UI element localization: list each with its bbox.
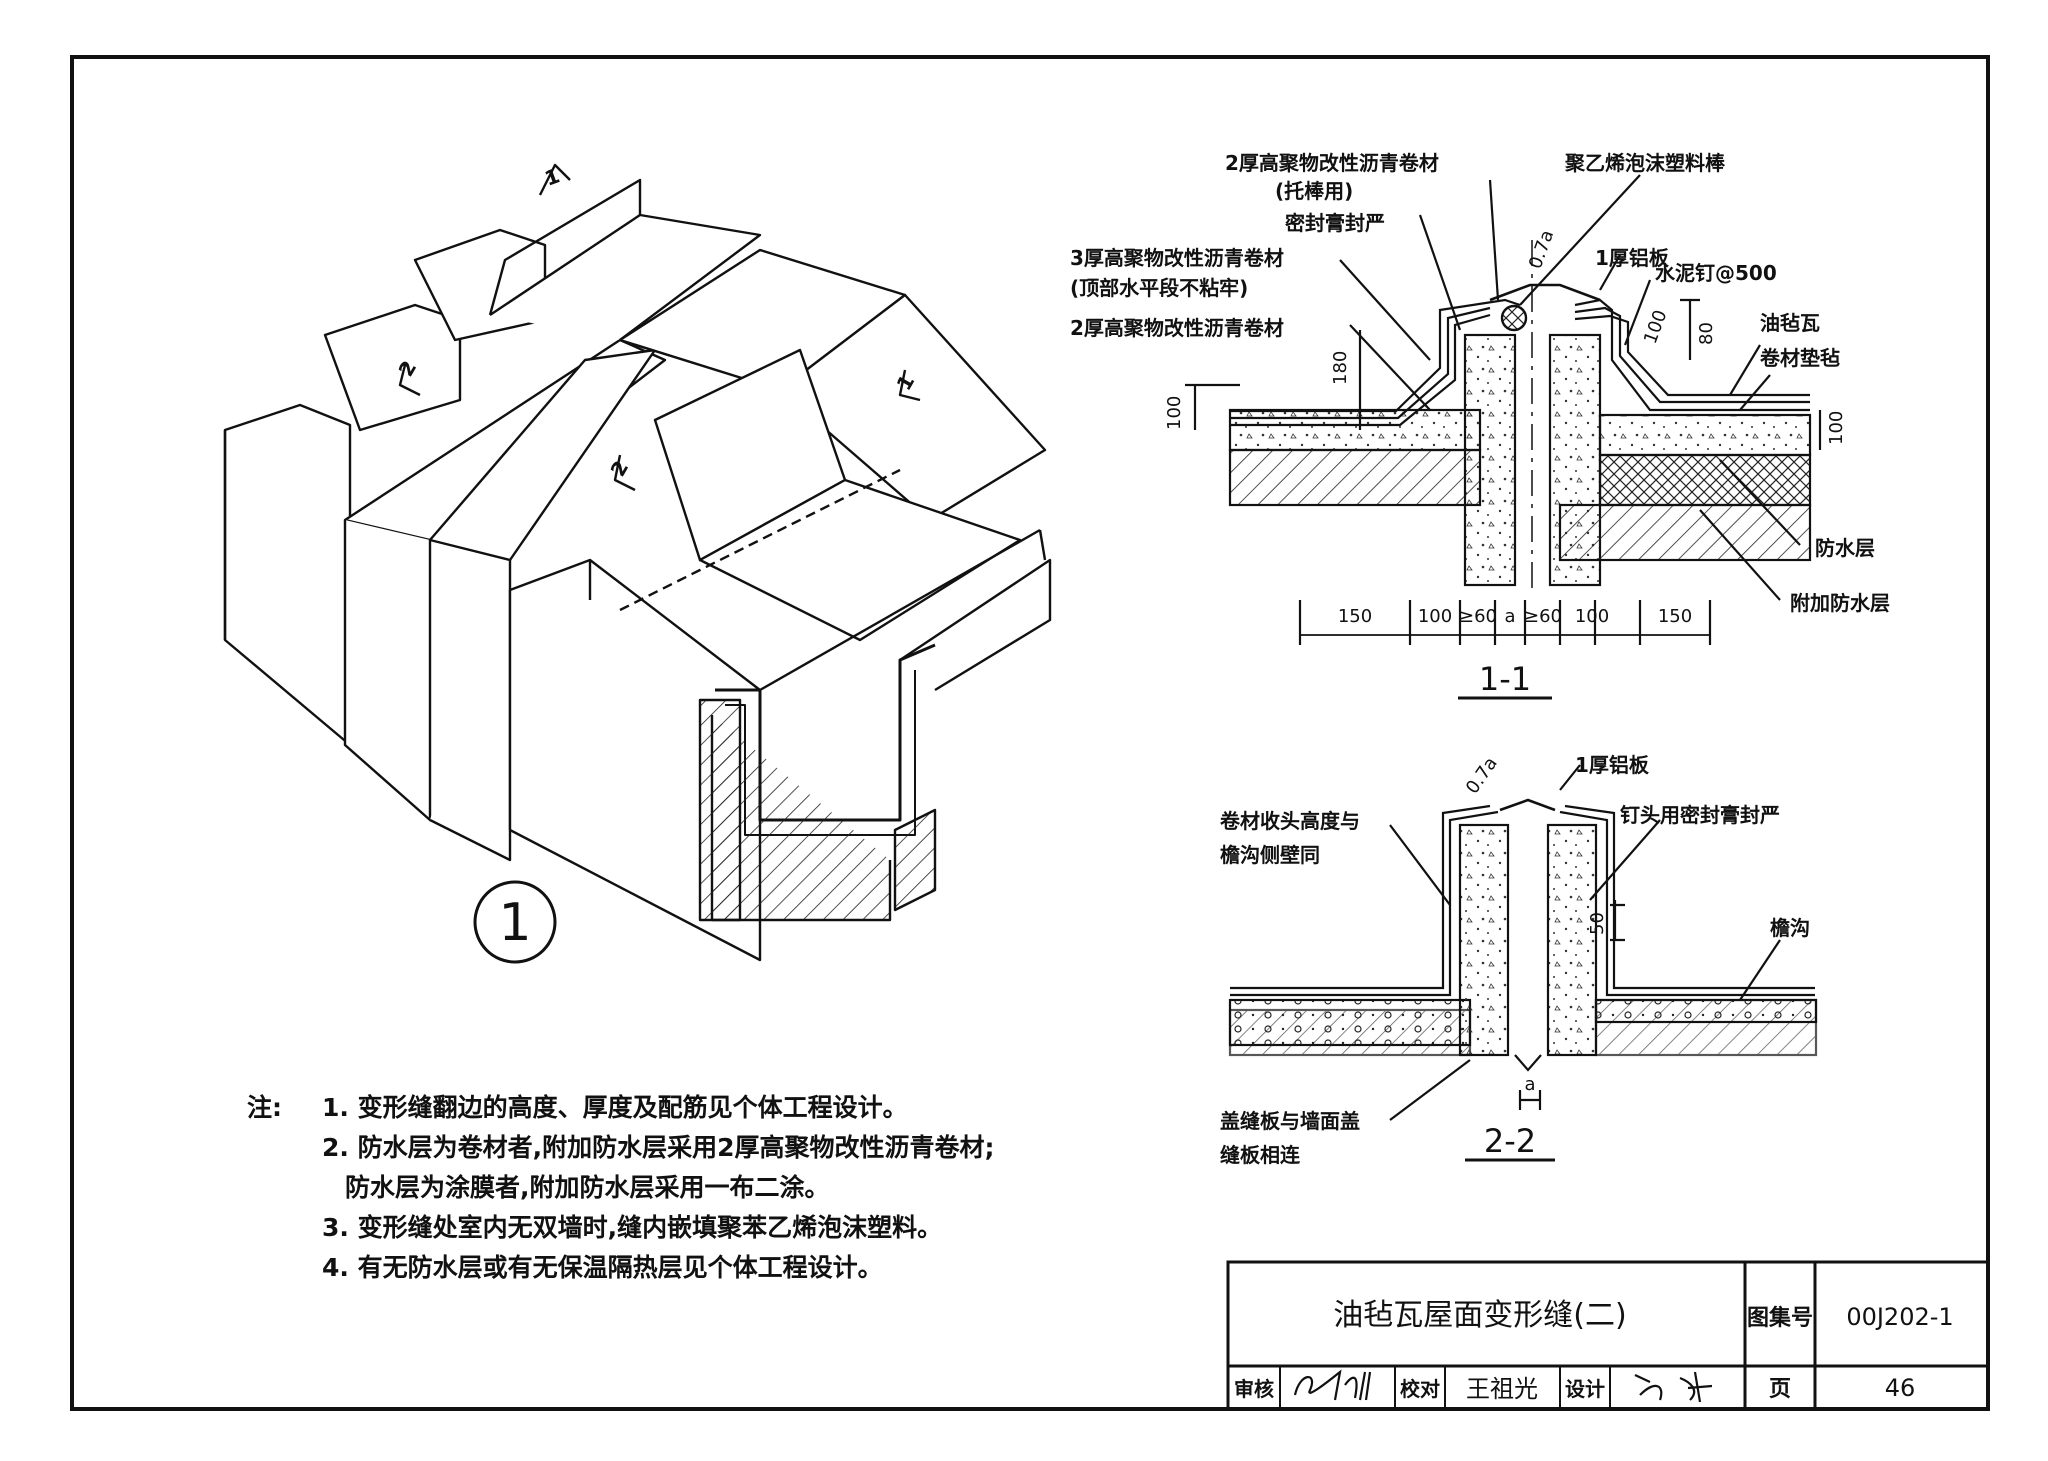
s22-label-nail-seal: 钉头用密封膏封严 (1620, 803, 1780, 827)
s22-dim-07a: 0.7a (1462, 753, 1502, 798)
note-text-4: 3. 变形缝处室内无双墙时,缝内嵌填聚苯乙烯泡沫塑料。 (322, 1213, 943, 1242)
dim-100-left: 100 (1164, 396, 1185, 430)
dim-100-right: 100 (1826, 411, 1847, 445)
dim-bottom-7: 150 (1658, 606, 1692, 627)
detail-number-circle (473, 880, 557, 964)
dim-bottom-1: 150 (1338, 606, 1372, 627)
note-line-2: 2. 防水层为卷材者,附加防水层采用2厚高聚物改性沥青卷材; (225, 1128, 995, 1168)
title-block-check-name: 王祖光 (1466, 1375, 1538, 1403)
dim-180: 180 (1330, 351, 1351, 385)
label-shingle: 油毡瓦 (1760, 311, 1820, 335)
label-underlay: 卷材垫毡 (1760, 346, 1840, 370)
note-text-5: 4. 有无防水层或有无保温隔热层见个体工程设计。 (322, 1253, 883, 1282)
dim-80: 80 (1696, 322, 1717, 345)
note-text-1: 1. 变形缝翻边的高度、厚度及配筋见个体工程设计。 (322, 1093, 908, 1122)
dim-bottom-2: 100 (1418, 606, 1452, 627)
sheet-border (70, 55, 1990, 1411)
label-extra-waterproof: 附加防水层 (1790, 591, 1890, 615)
dim-bottom-4: a (1504, 606, 1515, 627)
label-three-mm-sub: (顶部水平段不粘牢) (1070, 276, 1248, 300)
dim-100-top: 100 (1640, 307, 1671, 346)
section-2-2-title: 2-2 (1484, 1122, 1536, 1160)
s22-label-edge-height-2: 檐沟侧壁同 (1220, 843, 1320, 867)
title-block-design-label: 设计 (1565, 1377, 1605, 1401)
title-block-atlas-label: 图集号 (1747, 1305, 1813, 1331)
label-tuobang-sub: (托棒用) (1275, 179, 1353, 203)
label-nail: 水泥钉@500 (1655, 261, 1777, 285)
s22-dim-50: 50 (1587, 912, 1608, 935)
s22-label-alu-plate: 1厚铝板 (1575, 753, 1650, 777)
note-line-5: 4. 有无防水层或有无保温隔热层见个体工程设计。 (225, 1248, 995, 1288)
note-line-4: 3. 变形缝处室内无双墙时,缝内嵌填聚苯乙烯泡沫塑料。 (225, 1208, 995, 1248)
label-foam-rod: 聚乙烯泡沫塑料棒 (1564, 151, 1726, 175)
foam-rod (1500, 304, 1528, 332)
dim-07a: 0.7a (1525, 227, 1558, 271)
isometric-view (223, 163, 1052, 962)
section-2-2-drawing (1228, 764, 1818, 1121)
s22-label-gutter: 檐沟 (1770, 916, 1810, 940)
note-text-3: 防水层为涂膜者,附加防水层采用一布二涂。 (345, 1173, 830, 1202)
label-sealant: 密封膏封严 (1285, 211, 1385, 235)
notes-prefix: 注: (247, 1093, 282, 1122)
note-line-1: 注: 1. 变形缝翻边的高度、厚度及配筋见个体工程设计。 (225, 1088, 995, 1128)
s22-label-edge-height-1: 卷材收头高度与 (1220, 809, 1360, 833)
title-block-atlas-no: 00J202-1 (1846, 1303, 1953, 1331)
label-two-mm: 2厚高聚物改性沥青卷材 (1070, 316, 1284, 340)
dim-bottom-3: ≥60 (1459, 606, 1497, 627)
dim-bottom-5: ≥60 (1524, 606, 1562, 627)
note-text-2: 2. 防水层为卷材者,附加防水层采用2厚高聚物改性沥青卷材; (322, 1133, 995, 1162)
title-block-page-label: 页 (1769, 1377, 1791, 1402)
design-signature (1634, 1371, 1713, 1403)
title-block-review-label: 审核 (1234, 1377, 1274, 1401)
s22-dim-a: a (1524, 1074, 1535, 1095)
label-tuobang: 2厚高聚物改性沥青卷材 (1225, 151, 1439, 175)
review-signature (1293, 1369, 1372, 1401)
label-waterproof: 防水层 (1815, 536, 1875, 560)
notes-block: 注: 1. 变形缝翻边的高度、厚度及配筋见个体工程设计。 2. 防水层为卷材者,附… (225, 1088, 995, 1288)
title-block-page-no: 46 (1885, 1374, 1916, 1402)
section-1-1-title: 1-1 (1479, 660, 1531, 698)
title-block-check-label: 校对 (1400, 1377, 1440, 1401)
section-1-1-drawing (1185, 174, 1822, 645)
title-block-lines (1226, 1260, 1990, 1411)
title-block-title: 油毡瓦屋面变形缝(二) (1333, 1298, 1626, 1333)
detail-number: 1 (498, 893, 531, 953)
label-alu-plate: 1厚铝板 (1595, 246, 1670, 270)
s22-label-cover-1: 盖缝板与墙面盖 (1220, 1109, 1360, 1133)
s22-label-cover-2: 缝板相连 (1220, 1143, 1301, 1167)
note-line-3: 防水层为涂膜者,附加防水层采用一布二涂。 (225, 1168, 995, 1208)
label-three-mm: 3厚高聚物改性沥青卷材 (1070, 246, 1284, 270)
dim-bottom-6: 100 (1575, 606, 1609, 627)
